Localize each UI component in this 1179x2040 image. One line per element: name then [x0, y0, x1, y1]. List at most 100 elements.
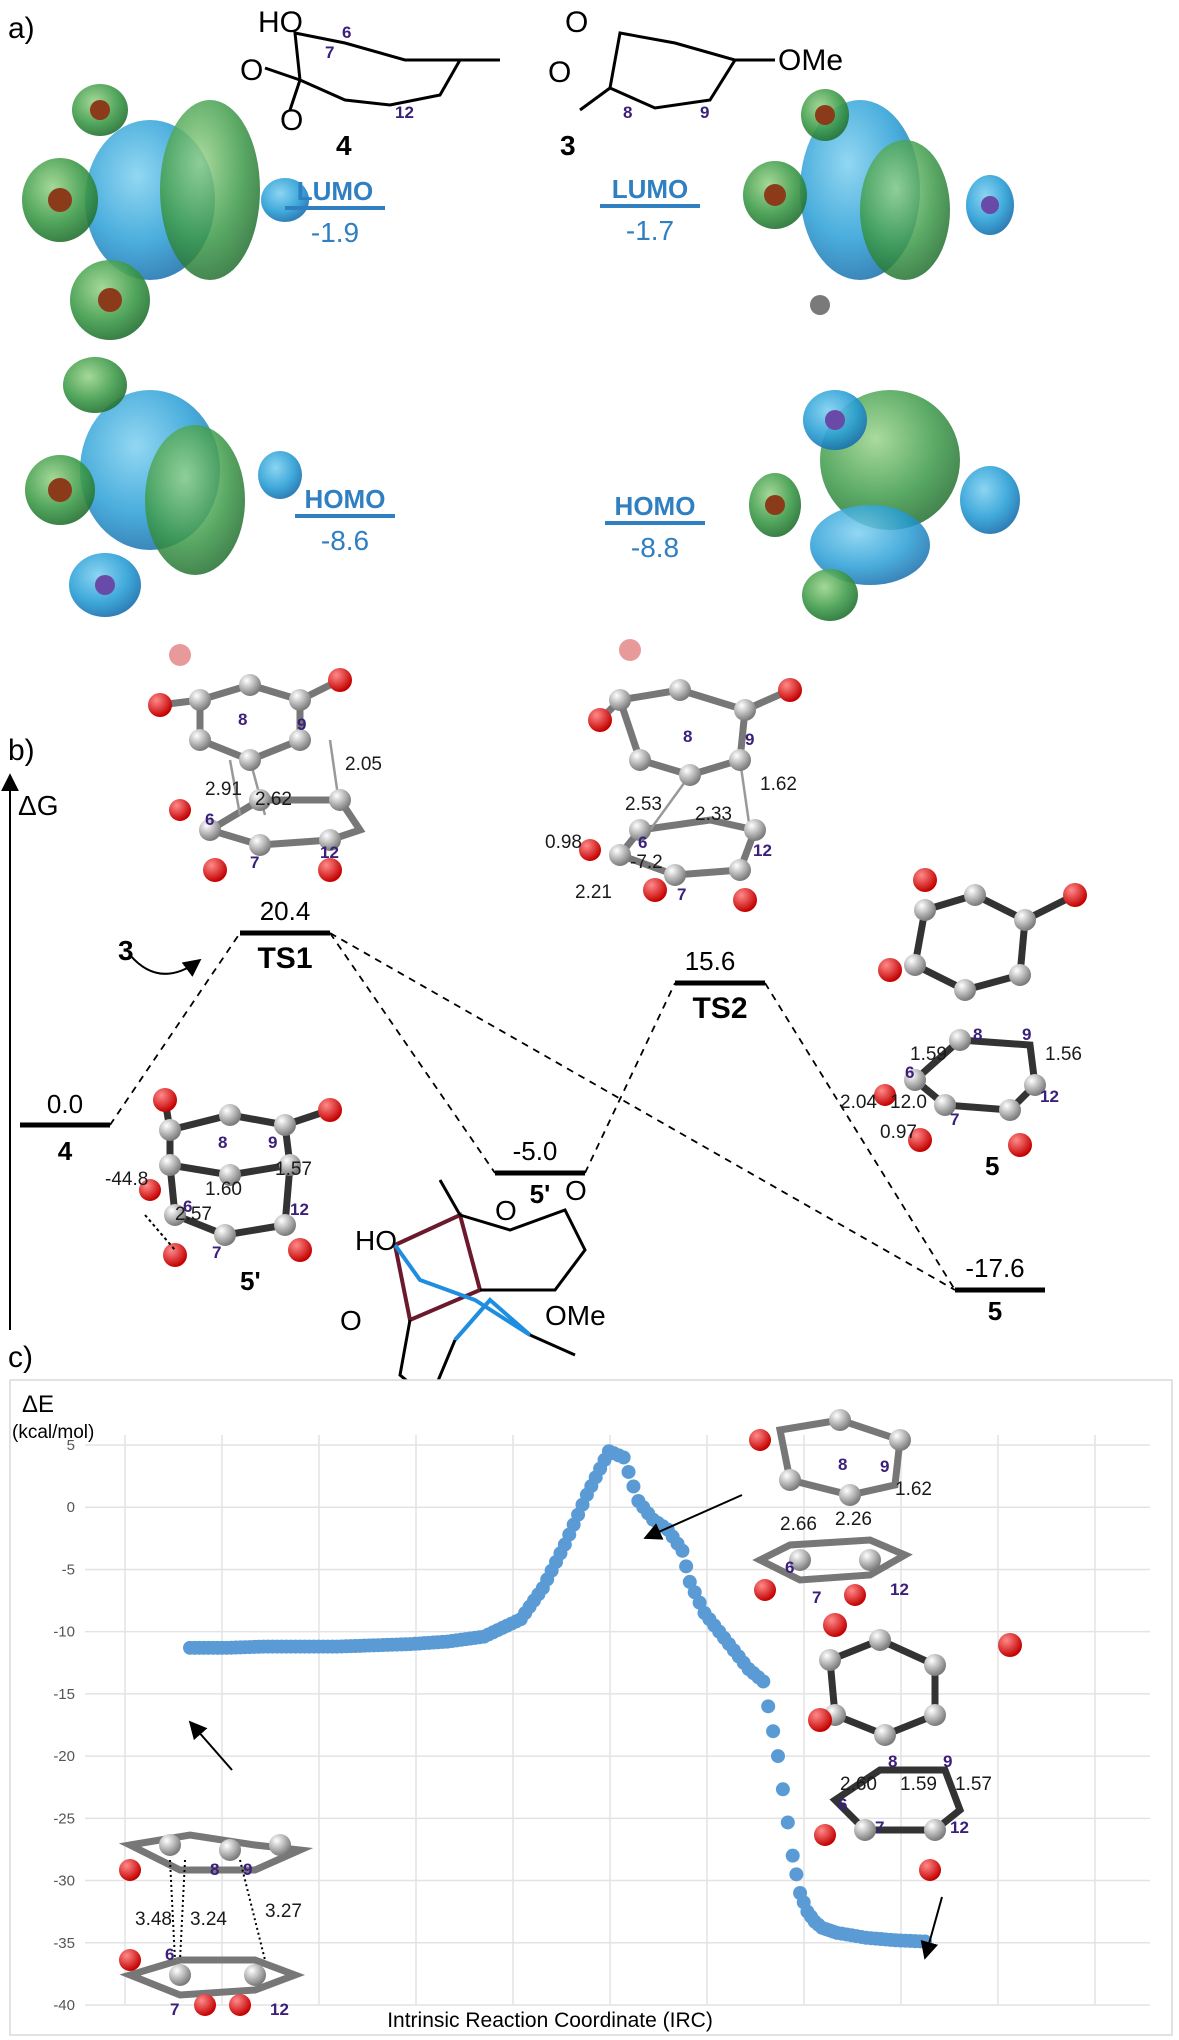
inset-shoulder-atom-7: 7: [812, 1588, 821, 1607]
chart-series: [183, 1444, 932, 1949]
s5p-o1: O: [495, 1195, 517, 1226]
level-ts2-label: TS2: [692, 992, 747, 1025]
chart-point: [687, 1585, 702, 1600]
lumo-3-label: LUMO: [612, 174, 689, 204]
int-dist-3: 1.57: [275, 1159, 312, 1180]
add-3-arrow: [129, 954, 202, 977]
chart-point: [761, 1699, 776, 1714]
ts1-dist-3: 2.05: [345, 754, 382, 775]
chart-y-tick-label: 0: [67, 1499, 75, 1516]
level-4-label: 4: [58, 1136, 73, 1166]
compound-3-atom-8: 8: [623, 103, 632, 122]
orbital-image-lumo-3: [743, 89, 1014, 315]
inset-product-d1: 2.60: [840, 1774, 877, 1795]
orbital-homo-4: HOMO -8.6: [295, 484, 395, 556]
orbital-image-lumo-4: [22, 84, 309, 340]
int-atom-9: 9: [268, 1133, 277, 1152]
ts2-dist-3: 1.62: [760, 774, 797, 795]
structure-5prime: [392, 1179, 587, 1403]
inset-shoulder-atom-9: 9: [880, 1457, 889, 1476]
chart-y-tick-label: -10: [53, 1624, 75, 1641]
chart-y-tick-label: -25: [53, 1810, 75, 1827]
homo-4-value: -8.6: [321, 525, 369, 556]
inset-reactant-d1: 3.48: [135, 1909, 172, 1930]
chart-point: [775, 1782, 790, 1797]
orbital-image-homo-3: [749, 390, 1020, 621]
add-3-label: 3: [118, 935, 134, 966]
prod-dist-4: 12.0: [890, 1092, 927, 1113]
panel-a-label: a): [8, 12, 35, 45]
ts1-molecule: [148, 644, 366, 882]
int-5prime-molecule: [139, 1088, 342, 1267]
inset-product-atom-8: 8: [888, 1752, 897, 1771]
prod-atom-9: 9: [1022, 1025, 1031, 1044]
chart-y-tick-label: -30: [53, 1873, 75, 1890]
panel-b-label: b): [8, 734, 35, 767]
compound-4-atom-6: 6: [342, 23, 351, 42]
chart-y-tick-label: -15: [53, 1686, 75, 1703]
lumo-4-label: LUMO: [297, 176, 374, 206]
compound-3-label: 3: [560, 130, 576, 161]
inset-product-atom-6: 6: [838, 1795, 847, 1814]
prod-atom-12: 12: [1040, 1087, 1059, 1106]
chart-point: [621, 1464, 636, 1479]
chart-point: [626, 1479, 641, 1494]
chart-point: [679, 1559, 694, 1574]
int-dist-4: 2.57: [175, 1204, 212, 1225]
level-5prime-value: -5.0: [513, 1136, 558, 1166]
inset-shoulder: 2.66 2.26 1.62 8 9 6 7 12: [643, 1409, 932, 1607]
ts2-dist-4: 0.98: [545, 832, 582, 853]
level-4-value: 0.0: [47, 1089, 83, 1119]
level-5-label: 5: [988, 1296, 1002, 1326]
ts2-dist-2: 2.33: [695, 804, 732, 825]
chart-yunit: (kcal/mol): [12, 1422, 94, 1443]
int-label: 5': [240, 1266, 261, 1296]
ts2-atom-7: 7: [677, 885, 686, 904]
inset-product-atom-9: 9: [943, 1752, 952, 1771]
inset-reactant-atom-8: 8: [210, 1860, 219, 1879]
compound-4-atom-7: 7: [325, 43, 334, 62]
prod-dist-5: 0.97: [880, 1122, 917, 1143]
chart-xlabel: Intrinsic Reaction Coordinate (IRC): [387, 2009, 713, 2032]
chart-point: [675, 1543, 690, 1558]
s5p-o2: O: [565, 1175, 587, 1206]
inset-shoulder-atom-12: 12: [890, 1580, 909, 1599]
ts1-dist-2: 2.62: [255, 789, 292, 810]
chart-point: [756, 1674, 771, 1689]
level-ts1-value: 20.4: [260, 896, 311, 926]
ts1-atom-9: 9: [297, 715, 306, 734]
inset-product: 2.60 1.59 1.57 8 9 6 7 12: [808, 1613, 1022, 1960]
dg-axis-label: ΔG: [18, 790, 58, 821]
panel-c-label: c): [8, 1341, 33, 1374]
inset-reactant-atom-7: 7: [170, 2000, 179, 2019]
level-ts2: 15.6 TS2: [675, 946, 765, 1025]
level-ts2-value: 15.6: [685, 946, 736, 976]
chart-point: [771, 1749, 785, 1764]
homo-3-value: -8.8: [631, 532, 679, 563]
level-5: -17.6 5: [955, 1253, 1045, 1326]
ts1-atom-12: 12: [320, 843, 339, 862]
compound-4-o1: O: [240, 54, 263, 87]
lumo-3-value: -1.7: [626, 215, 674, 246]
chart-point: [789, 1867, 804, 1882]
inset-reactant-atom-6: 6: [165, 1945, 174, 1964]
int-dist-1: -44.8: [105, 1169, 148, 1190]
orbital-lumo-4: LUMO -1.9: [285, 176, 385, 248]
ts2-atom-9: 9: [745, 730, 754, 749]
ts1-atom-8: 8: [238, 710, 247, 729]
level-ts1-label: TS1: [257, 942, 312, 975]
homo-3-label: HOMO: [615, 491, 696, 521]
chart-point: [785, 1848, 800, 1863]
chart-y-tick-label: -20: [53, 1748, 75, 1765]
compound-3-o1: O: [565, 6, 588, 39]
chart-point: [692, 1595, 707, 1610]
ts1-atom-7: 7: [250, 853, 259, 872]
chart-y-tick-label: 5: [67, 1437, 75, 1454]
chart-y-tick-label: -5: [62, 1561, 75, 1578]
ts2-dist-6: 2.21: [575, 882, 612, 903]
orbital-homo-3: HOMO -8.8: [605, 491, 705, 563]
inset-shoulder-d3: 1.62: [895, 1479, 932, 1500]
inset-product-d2: 1.59: [900, 1774, 937, 1795]
int-atom-7: 7: [212, 1243, 221, 1262]
